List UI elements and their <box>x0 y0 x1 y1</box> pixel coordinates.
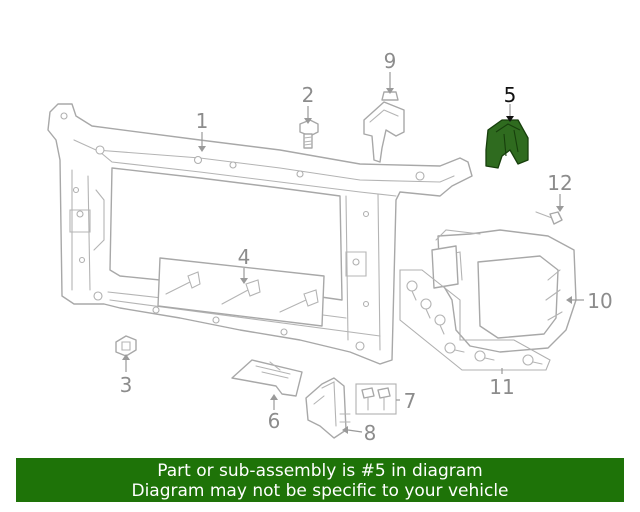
part-12-screw <box>535 211 563 225</box>
part-6-bracket <box>231 359 303 397</box>
callout-11: 11 <box>489 375 514 399</box>
part-7-bolts <box>355 383 397 415</box>
part-1-radiator-support <box>47 103 473 365</box>
callout-5: 5 <box>504 83 517 107</box>
callout-4: 4 <box>238 245 251 269</box>
callout-10: 10 <box>587 289 612 313</box>
callout-8: 8 <box>364 421 377 445</box>
part-9-bracket <box>363 91 405 163</box>
callout-6: 6 <box>268 409 281 433</box>
callout-7: 7 <box>404 389 417 413</box>
banner-line-disclaimer: Diagram may not be specific to your vehi… <box>131 481 509 501</box>
leader-lines <box>122 72 584 434</box>
callout-labels: 1 2 3 4 5 6 7 8 9 10 11 12 <box>120 49 613 445</box>
part-10-bracket-frame <box>431 229 577 353</box>
part-4-pin-panel <box>157 257 325 327</box>
part-5-highlighted-bracket <box>485 119 529 169</box>
callout-1: 1 <box>196 109 209 133</box>
callout-12: 12 <box>547 171 572 195</box>
callout-2: 2 <box>302 83 315 107</box>
info-banner: Part or sub-assembly is #5 in diagram Di… <box>16 458 624 502</box>
part-11-bolt-set <box>399 269 551 371</box>
callout-9: 9 <box>384 49 397 73</box>
part-8-bracket <box>305 377 351 439</box>
banner-line-part: Part or sub-assembly is #5 in diagram <box>157 461 483 481</box>
callout-3: 3 <box>120 373 133 397</box>
part-2-bolt <box>299 119 319 149</box>
part-3-bolt <box>115 335 137 357</box>
parts-diagram: 1 2 3 4 5 6 7 8 9 10 11 12 <box>47 49 613 445</box>
